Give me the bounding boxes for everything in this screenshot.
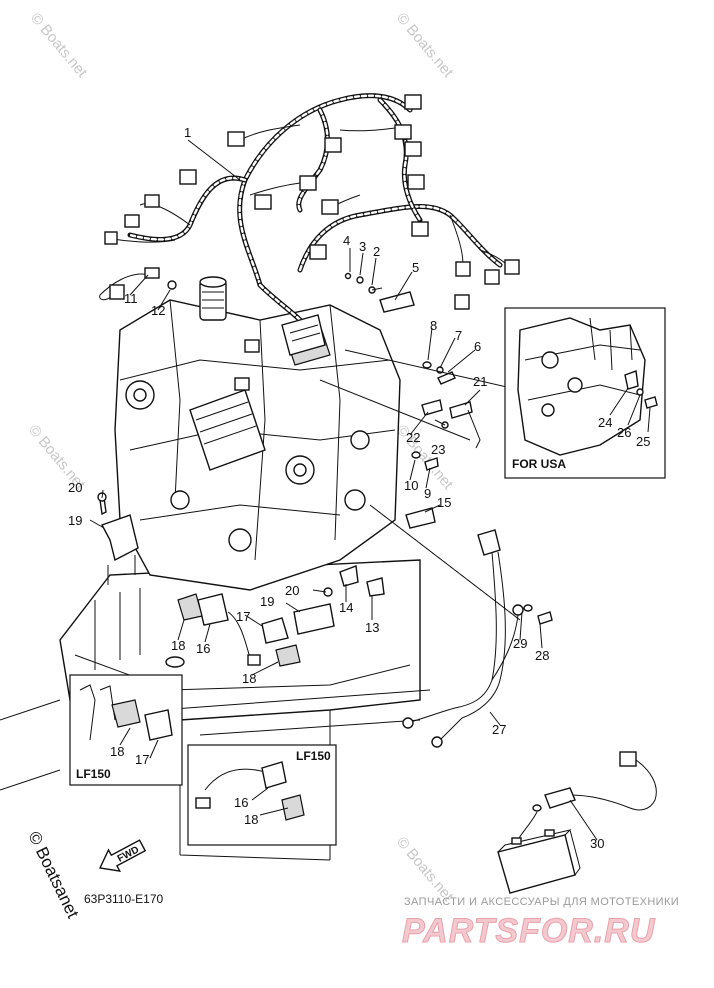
battery-harness [497, 751, 657, 894]
callout-3: 3 [359, 239, 366, 254]
callout-6: 6 [474, 339, 481, 354]
watermark: © Boats.net [393, 422, 457, 494]
inset-for-usa-callout-25: 25 [636, 434, 650, 449]
callout-20b: 20 [285, 583, 299, 598]
watermark: © Boats.net [393, 834, 457, 906]
callout-5: 5 [412, 260, 419, 275]
inset-lf150-right-callout-18: 18 [244, 812, 258, 827]
callout-21: 21 [473, 374, 487, 389]
callout-12: 12 [151, 303, 165, 318]
watermark: © Boats.net [393, 10, 457, 82]
callout-23: 23 [431, 442, 445, 457]
inset-lf150-right-title: LF150 [296, 749, 331, 763]
callout-28: 28 [535, 648, 549, 663]
inset-lf150-left-title: LF150 [76, 767, 111, 781]
inset-lf150-left: LF150 18 17 [69, 674, 183, 786]
callout-17: 17 [236, 609, 250, 624]
callout-22: 22 [406, 430, 420, 445]
inset-lf150-right: LF150 16 18 [187, 744, 337, 846]
inset-for-usa-callout-24: 24 [598, 415, 612, 430]
fwd-arrow-icon: FWD [98, 839, 147, 872]
callout-1: 1 [184, 125, 191, 140]
callout-29: 29 [513, 636, 527, 651]
callout-11: 11 [124, 291, 138, 306]
copyright-watermark: © Boatsanet [24, 828, 82, 921]
callout-19: 19 [68, 513, 82, 528]
callout-27: 27 [492, 722, 506, 737]
inset-for-usa-title: FOR USA [512, 457, 566, 471]
callout-15: 15 [437, 495, 451, 510]
inset-lf150-right-callout-16: 16 [234, 795, 248, 810]
battery-icon [497, 829, 581, 894]
callouts: 1 2 3 4 5 6 7 8 9 10 11 12 13 14 15 16 1… [68, 125, 604, 851]
inset-for-usa-callout-26: 26 [617, 425, 631, 440]
leader-lines [89, 139, 598, 841]
callout-13: 13 [365, 620, 379, 635]
watermark: © Boats.net [27, 10, 91, 82]
inset-lf150-left-callout-18: 18 [110, 744, 124, 759]
wire-harness [99, 93, 520, 391]
shop-brand: PARTSFOR.RU [402, 912, 656, 950]
inset-lf150-left-callout-17: 17 [135, 752, 149, 767]
shop-banner: ЗАПЧАСТИ И АКСЕССУАРЫ ДЛЯ МОТОТЕХНИКИ PA… [402, 896, 679, 951]
small-parts [97, 272, 481, 668]
callout-4: 4 [343, 233, 350, 248]
callout-20: 20 [68, 480, 82, 495]
callout-18b: 18 [242, 671, 256, 686]
callout-18: 18 [171, 638, 185, 653]
callout-7: 7 [455, 328, 462, 343]
inset-for-usa: FOR USA 24 26 25 [504, 307, 666, 479]
callout-30: 30 [590, 836, 604, 851]
callout-10: 10 [404, 478, 418, 493]
callout-19b: 19 [260, 594, 274, 609]
fwd-label: FWD [116, 844, 141, 864]
callout-9: 9 [424, 486, 431, 501]
callout-2: 2 [373, 244, 380, 259]
callout-14: 14 [339, 600, 353, 615]
battery-cables [402, 529, 553, 748]
shop-tagline: ЗАПЧАСТИ И АКСЕССУАРЫ ДЛЯ МОТОТЕХНИКИ [404, 896, 679, 908]
callout-8: 8 [430, 318, 437, 333]
diagram-code: 63P3110-E170 [84, 892, 164, 906]
callout-16: 16 [196, 641, 210, 656]
